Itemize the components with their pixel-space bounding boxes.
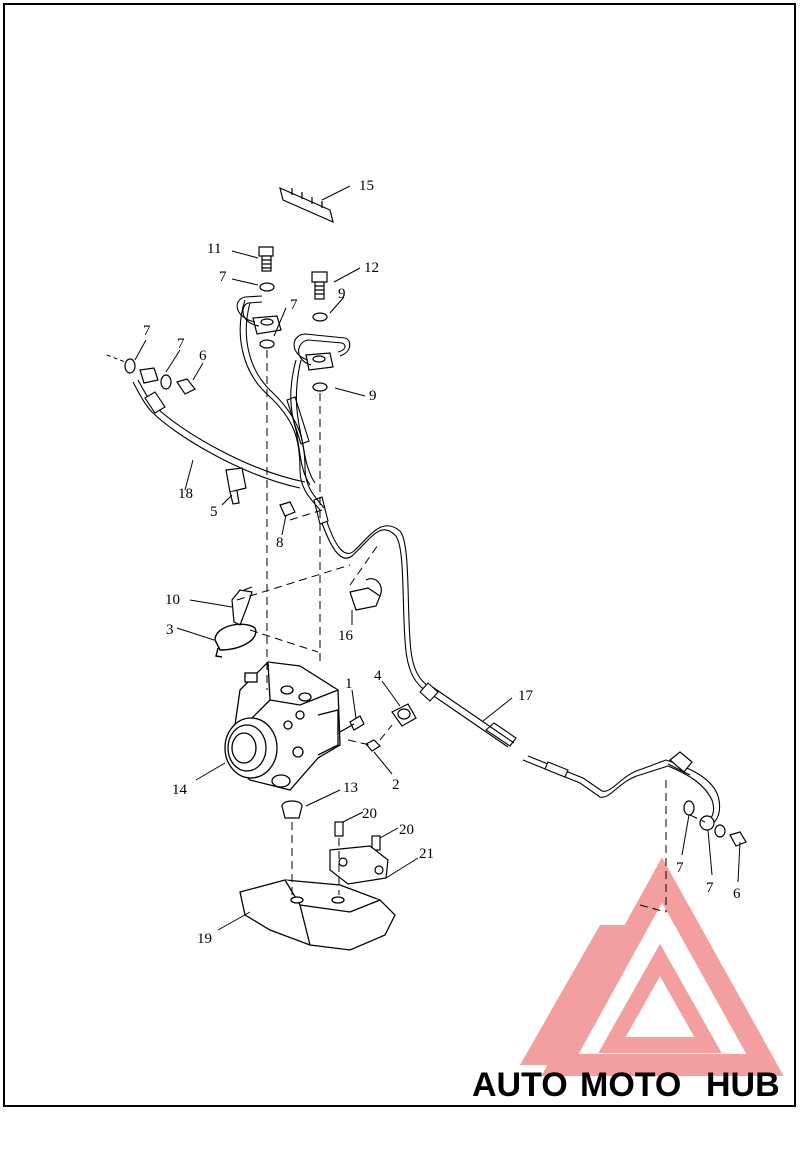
leader-lines (134, 185, 741, 931)
watermark-text-auto: AUTO (472, 1066, 568, 1104)
callout-9-lower: 9 (369, 388, 377, 404)
watermark-text-moto: MOTO (580, 1066, 681, 1104)
watermark-text-hub: HUB (706, 1066, 780, 1104)
callout-3: 3 (166, 622, 174, 638)
callout-2: 2 (392, 777, 400, 793)
part-16-clip (349, 578, 382, 611)
callout-10: 10 (165, 592, 180, 608)
part-9-washer-lower (312, 382, 328, 392)
callout-20-b: 20 (399, 822, 414, 838)
callout-labels: 15 11 12 7 7 9 7 7 6 9 18 5 8 10 3 16 1 … (143, 178, 741, 947)
centerline-left (106, 354, 126, 363)
part-3-clamp (214, 623, 257, 658)
callout-16: 16 (338, 628, 354, 644)
callout-7-left-b: 7 (177, 336, 185, 352)
callout-7-fitting: 7 (290, 297, 298, 313)
part-19-mount (239, 879, 396, 951)
callout-7-right-b: 7 (706, 880, 714, 896)
callout-18: 18 (178, 486, 193, 502)
callout-21: 21 (419, 846, 434, 862)
callout-15: 15 (359, 178, 374, 194)
part-12-banjo-bolt (311, 271, 328, 300)
banjo-fitting-right (305, 352, 334, 371)
callout-14: 14 (172, 782, 188, 798)
part-20-bolts (334, 821, 381, 851)
part-2-nut (365, 739, 381, 752)
callout-19: 19 (197, 931, 212, 947)
watermark-slash (520, 925, 640, 1065)
callout-5: 5 (210, 504, 218, 520)
callout-9-top: 9 (338, 286, 346, 302)
callout-13: 13 (343, 780, 358, 796)
callout-11: 11 (207, 241, 221, 257)
callout-4: 4 (374, 668, 382, 684)
part-14-abs-module (224, 661, 341, 791)
part-10-bracket (231, 586, 253, 626)
part-21-bracket (329, 845, 389, 885)
callout-7-right-a: 7 (676, 860, 684, 876)
callout-20-a: 20 (362, 806, 377, 822)
callout-7-left-a: 7 (143, 323, 151, 339)
left-fitting-group (124, 358, 196, 395)
watermark-wordmark: AUTO MOTO HUB (472, 1066, 780, 1104)
callout-17: 17 (518, 688, 534, 704)
part-7-washer-under-fitting (259, 339, 275, 349)
part-13-grommet (281, 800, 303, 819)
part-11-banjo-bolt (258, 246, 274, 272)
part-8-grommet (279, 501, 296, 517)
callout-1: 1 (345, 676, 353, 692)
callout-12: 12 (364, 260, 379, 276)
part-9-washer-top (312, 312, 328, 322)
banjo-fitting-left (252, 315, 282, 335)
callout-8: 8 (276, 535, 284, 551)
watermark-triangle-inner (598, 943, 722, 1053)
diagram-border (3, 3, 796, 1107)
part-4-clip (391, 703, 417, 727)
part-5-clip (225, 467, 247, 505)
callout-6-right: 6 (733, 886, 741, 902)
part-15-clip (279, 186, 334, 224)
part-1-screw (339, 715, 365, 733)
part-7-washer-top (259, 282, 275, 292)
callout-6-left: 6 (199, 348, 207, 364)
brake-lines (132, 295, 721, 825)
centerlines (236, 350, 706, 913)
callout-7-top: 7 (219, 269, 227, 285)
watermark-logo (520, 857, 784, 1076)
